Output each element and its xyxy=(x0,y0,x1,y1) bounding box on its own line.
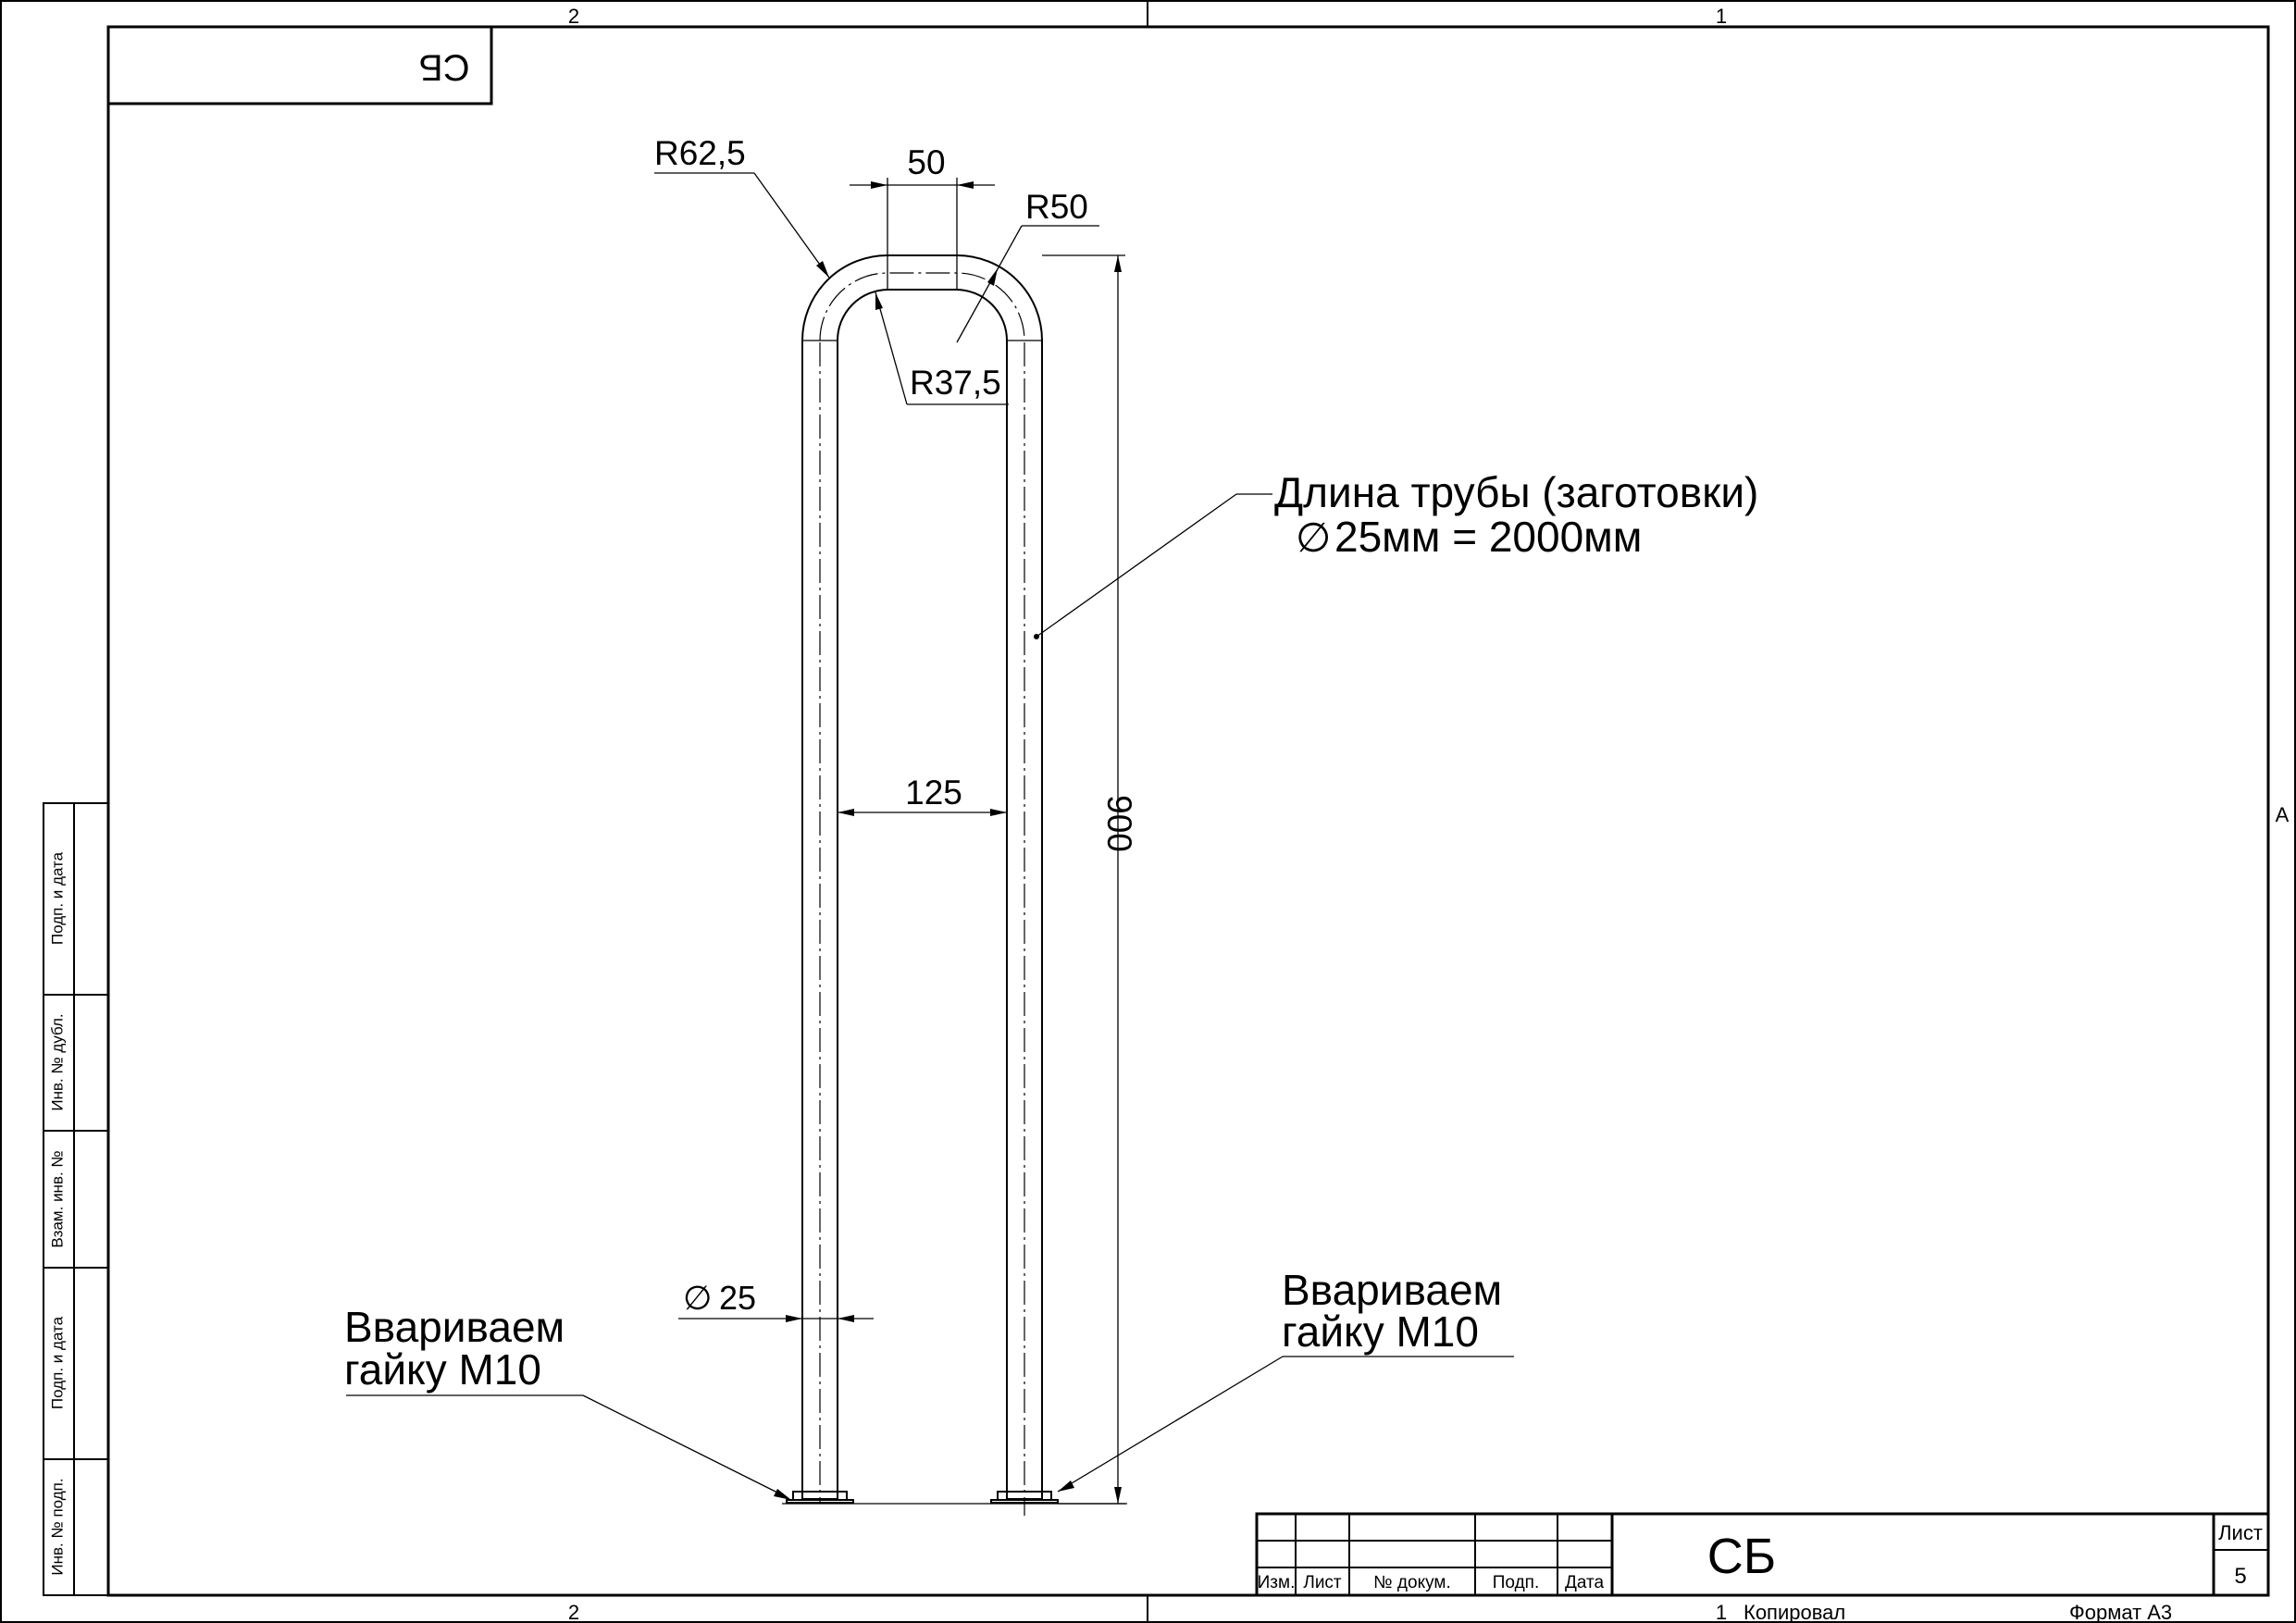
weld-nut-left xyxy=(786,1491,854,1504)
stamp-box xyxy=(106,25,493,105)
title-header-date: Дата xyxy=(1565,1573,1605,1592)
u-tube-outline xyxy=(801,254,1043,1500)
weld-note-left-line1: Ввариваем xyxy=(344,1303,565,1351)
title-block: Изм. Лист № докум. Подп. Дата СБ Лист 5 xyxy=(1255,1512,2270,1597)
tube-length-note: Длина трубы (заготовки) ∅ 25мм = 2000мм xyxy=(1034,468,1758,639)
strip-label-repl-inv: Взам. инв. № xyxy=(48,1150,66,1247)
strip-label-dup-inv: Инв. № дубл. xyxy=(48,1013,66,1110)
tube-centerlines xyxy=(819,272,1025,1516)
title-designation: СБ xyxy=(1707,1529,1776,1584)
weld-note-left-line2: гайку М10 xyxy=(344,1345,541,1394)
zone-marker-bottom-left: 2 xyxy=(568,1601,579,1623)
weld-note-right: Ввариваем гайку М10 xyxy=(1057,1266,1514,1493)
dimension-height-label: 900 xyxy=(1100,795,1138,852)
footer-format-label: Формат А3 xyxy=(2069,1601,2172,1623)
title-sheet-number: 5 xyxy=(2234,1564,2246,1589)
zone-marker-right: A xyxy=(2276,803,2290,826)
dimension-diameter-label: 25 xyxy=(719,1279,756,1317)
dimension-top-width: 50 xyxy=(850,143,995,255)
strip-label-sign-date-1: Подп. и дата xyxy=(48,851,66,945)
dimension-mid-radius-label: R50 xyxy=(1025,188,1088,226)
weld-nut-right xyxy=(990,1491,1059,1504)
tube-length-note-line2: 25мм = 2000мм xyxy=(1334,513,1642,561)
title-header-doc-no: № докум. xyxy=(1373,1573,1450,1592)
dimension-diameter: ∅ 25 xyxy=(678,1279,874,1322)
left-strip: Подп. и дата Инв. № дубл. Взам. инв. № П… xyxy=(43,802,109,1596)
dimension-outer-radius-label: R62,5 xyxy=(654,134,746,172)
strip-label-orig-inv: Инв. № подп. xyxy=(48,1478,66,1575)
dimension-top-width-label: 50 xyxy=(907,143,945,181)
dimension-inner-width-label: 125 xyxy=(905,774,962,812)
title-header-sheet: Лист xyxy=(1303,1573,1342,1592)
dimension-outer-radius: R62,5 xyxy=(654,134,830,279)
zone-marker-bottom-right: 1 xyxy=(1716,1601,1727,1623)
dimension-diameter-symbol: ∅ xyxy=(683,1279,712,1317)
zone-marker-top-right: 1 xyxy=(1716,5,1727,28)
dimension-height: 900 xyxy=(1042,254,1138,1505)
weld-note-left: Ввариваем гайку М10 xyxy=(344,1303,791,1500)
strip-label-sign-date-2: Подп. и дата xyxy=(48,1316,66,1409)
weld-note-right-line1: Ввариваем xyxy=(1282,1266,1502,1314)
dimension-inner-width: 125 xyxy=(838,774,1007,816)
stamp-designation: СБ xyxy=(418,46,469,87)
dimension-inner-radius: R37,5 xyxy=(875,291,1009,405)
dimension-inner-radius-label: R37,5 xyxy=(910,364,1001,402)
zone-marker-top-left: 2 xyxy=(568,5,579,28)
tube-length-note-symbol: ∅ xyxy=(1296,515,1331,561)
footer-copied-label: Копировал xyxy=(1744,1601,1845,1623)
title-header-change: Изм. xyxy=(1258,1573,1296,1592)
title-sheet-label: Лист xyxy=(2218,1521,2263,1544)
dimension-mid-radius: R50 xyxy=(956,188,1099,343)
tube-length-note-line1: Длина трубы (заготовки) xyxy=(1274,468,1758,516)
title-header-signature: Подп. xyxy=(1493,1573,1539,1592)
weld-note-right-line2: гайку М10 xyxy=(1282,1307,1479,1356)
